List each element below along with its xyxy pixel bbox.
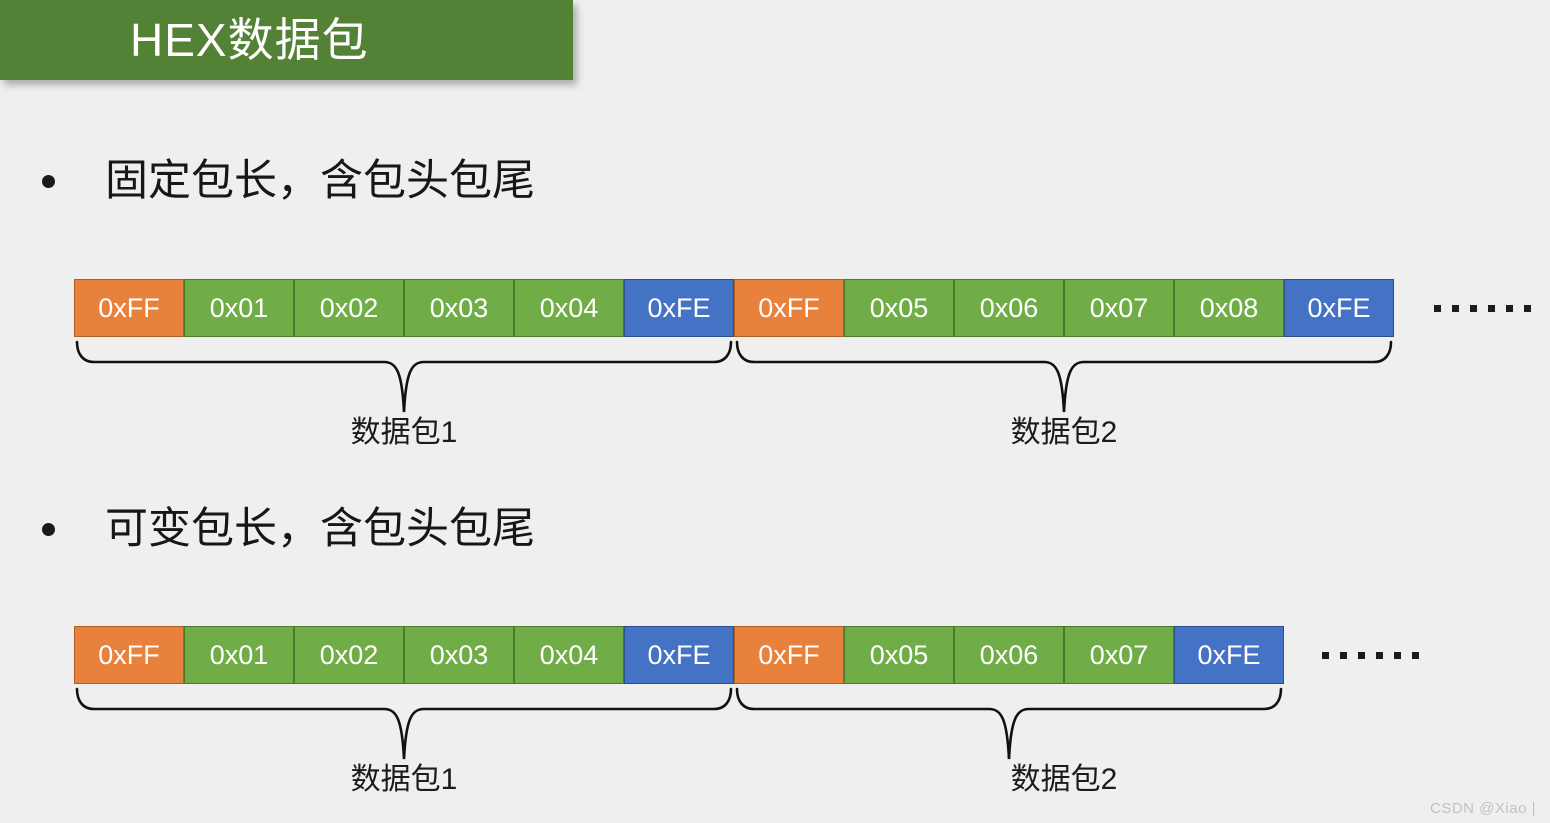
byte-cell: 0xFF bbox=[74, 626, 184, 684]
byte-cell: 0xFF bbox=[734, 626, 844, 684]
packet-strip-variable-length: 0xFF 0x01 0x02 0x03 0x04 0xFE 0xFF 0x05 … bbox=[74, 626, 1284, 684]
byte-cell: 0x05 bbox=[844, 626, 954, 684]
byte-cell: 0x07 bbox=[1064, 626, 1174, 684]
continuation-ellipsis bbox=[1322, 626, 1419, 684]
byte-cell: 0xFF bbox=[74, 279, 184, 337]
packet-brace bbox=[734, 340, 1394, 415]
ellipsis-dot-icon bbox=[1452, 304, 1459, 312]
byte-cell: 0xFF bbox=[734, 279, 844, 337]
ellipsis-dot-icon bbox=[1488, 304, 1495, 312]
ellipsis-dot-icon bbox=[1470, 304, 1477, 312]
packet-label: 数据包2 bbox=[1010, 416, 1118, 449]
packet-group: 0xFF 0x05 0x06 0x07 0x08 0xFE bbox=[734, 279, 1394, 337]
bullet-dot-icon bbox=[42, 175, 55, 188]
bullet-label: 固定包长，含包头包尾 bbox=[105, 157, 535, 205]
byte-cell: 0x05 bbox=[844, 279, 954, 337]
byte-cell: 0xFE bbox=[1174, 626, 1284, 684]
bullet-dot-icon bbox=[42, 523, 55, 536]
byte-cell: 0xFE bbox=[624, 279, 734, 337]
byte-cell: 0xFE bbox=[624, 626, 734, 684]
slide-title-banner: HEX数据包 bbox=[0, 0, 573, 80]
byte-cell: 0x02 bbox=[294, 626, 404, 684]
byte-cell: 0x04 bbox=[514, 279, 624, 337]
byte-cell: 0x03 bbox=[404, 626, 514, 684]
byte-cell: 0x07 bbox=[1064, 279, 1174, 337]
bullet-label: 可变包长，含包头包尾 bbox=[105, 505, 535, 553]
ellipsis-dot-icon bbox=[1394, 651, 1401, 659]
ellipsis-dot-icon bbox=[1524, 304, 1531, 312]
byte-cell: 0x08 bbox=[1174, 279, 1284, 337]
byte-cell: 0x02 bbox=[294, 279, 404, 337]
bullet-item-variable-length: 可变包长，含包头包尾 bbox=[42, 508, 535, 551]
ellipsis-dot-icon bbox=[1322, 651, 1329, 659]
page-title: HEX数据包 bbox=[130, 14, 369, 66]
ellipsis-dot-icon bbox=[1434, 304, 1441, 312]
packet-label: 数据包1 bbox=[350, 763, 458, 796]
watermark: CSDN @Xiao | bbox=[1430, 800, 1536, 817]
ellipsis-dot-icon bbox=[1358, 651, 1365, 659]
packet-group: 0xFF 0x05 0x06 0x07 0xFE bbox=[734, 626, 1284, 684]
byte-cell: 0x06 bbox=[954, 279, 1064, 337]
ellipsis-dot-icon bbox=[1376, 651, 1383, 659]
packet-brace bbox=[74, 687, 734, 762]
packet-label: 数据包2 bbox=[1010, 763, 1118, 796]
packet-brace bbox=[734, 687, 1284, 762]
byte-cell: 0xFE bbox=[1284, 279, 1394, 337]
packet-brace bbox=[74, 340, 734, 415]
packet-group: 0xFF 0x01 0x02 0x03 0x04 0xFE bbox=[74, 279, 734, 337]
continuation-ellipsis bbox=[1434, 279, 1531, 337]
packet-label: 数据包1 bbox=[350, 416, 458, 449]
bullet-item-fixed-length: 固定包长，含包头包尾 bbox=[42, 160, 535, 203]
ellipsis-dot-icon bbox=[1506, 304, 1513, 312]
byte-cell: 0x03 bbox=[404, 279, 514, 337]
byte-cell: 0x06 bbox=[954, 626, 1064, 684]
ellipsis-dot-icon bbox=[1412, 651, 1419, 659]
byte-cell: 0x04 bbox=[514, 626, 624, 684]
ellipsis-dot-icon bbox=[1340, 651, 1347, 659]
packet-strip-fixed-length: 0xFF 0x01 0x02 0x03 0x04 0xFE 0xFF 0x05 … bbox=[74, 279, 1394, 337]
packet-group: 0xFF 0x01 0x02 0x03 0x04 0xFE bbox=[74, 626, 734, 684]
byte-cell: 0x01 bbox=[184, 626, 294, 684]
byte-cell: 0x01 bbox=[184, 279, 294, 337]
